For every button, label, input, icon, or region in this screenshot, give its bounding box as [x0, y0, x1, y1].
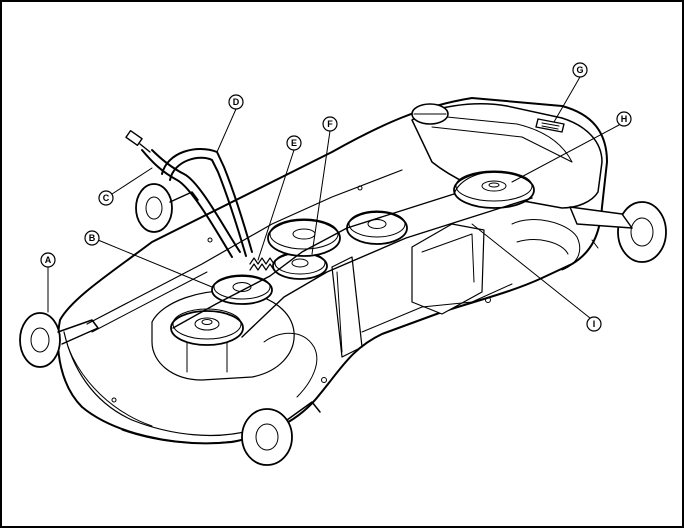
drive-belt — [172, 171, 533, 338]
svg-text:F: F — [327, 119, 333, 129]
decal — [535, 118, 565, 133]
pulley-upper-center — [346, 210, 408, 245]
callout-h: H — [616, 111, 632, 127]
svg-text:I: I — [593, 319, 596, 329]
idler-spring — [249, 257, 275, 271]
wheel-top — [411, 103, 449, 125]
callout-d: D — [228, 94, 244, 110]
callout-g: G — [572, 62, 588, 78]
callout-f: F — [322, 116, 338, 132]
pulleys — [170, 170, 535, 373]
lift-assembly — [125, 130, 253, 258]
callout-b: B — [84, 230, 100, 246]
svg-text:E: E — [291, 138, 297, 148]
svg-text:H: H — [621, 114, 628, 124]
wheel-bottom — [241, 401, 321, 466]
svg-text:A: A — [45, 255, 52, 265]
svg-text:B: B — [89, 233, 96, 243]
wheel-left-rear — [19, 312, 99, 368]
callout-c: C — [98, 190, 114, 206]
callout-a: A — [40, 252, 56, 268]
gauge-wheels — [19, 103, 667, 466]
callout-e: E — [286, 135, 302, 151]
wheel-left-front — [135, 183, 199, 233]
svg-text:C: C — [103, 193, 110, 203]
callout-i: I — [586, 316, 602, 332]
pulley-center — [267, 218, 341, 257]
deck-body — [57, 97, 608, 445]
wheel-right — [569, 201, 667, 263]
callouts: A B C D E F G H — [40, 62, 632, 332]
svg-text:D: D — [233, 97, 240, 107]
svg-text:G: G — [576, 65, 583, 75]
